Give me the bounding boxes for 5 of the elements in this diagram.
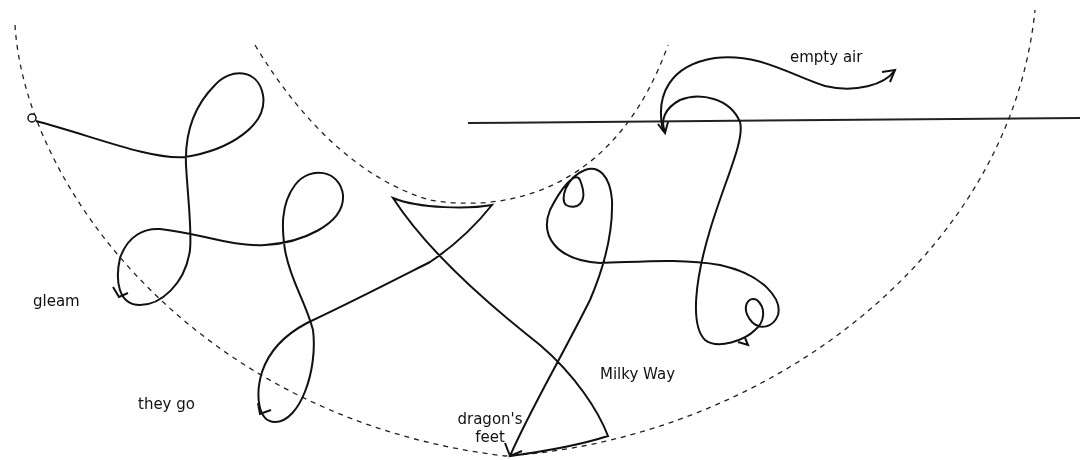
text-label: dragon's feet xyxy=(456,410,524,446)
text-label: Milky Way xyxy=(600,365,675,383)
text-label: they go xyxy=(138,395,195,413)
text-label: gleam xyxy=(33,292,80,310)
text-label: empty air xyxy=(790,48,863,66)
